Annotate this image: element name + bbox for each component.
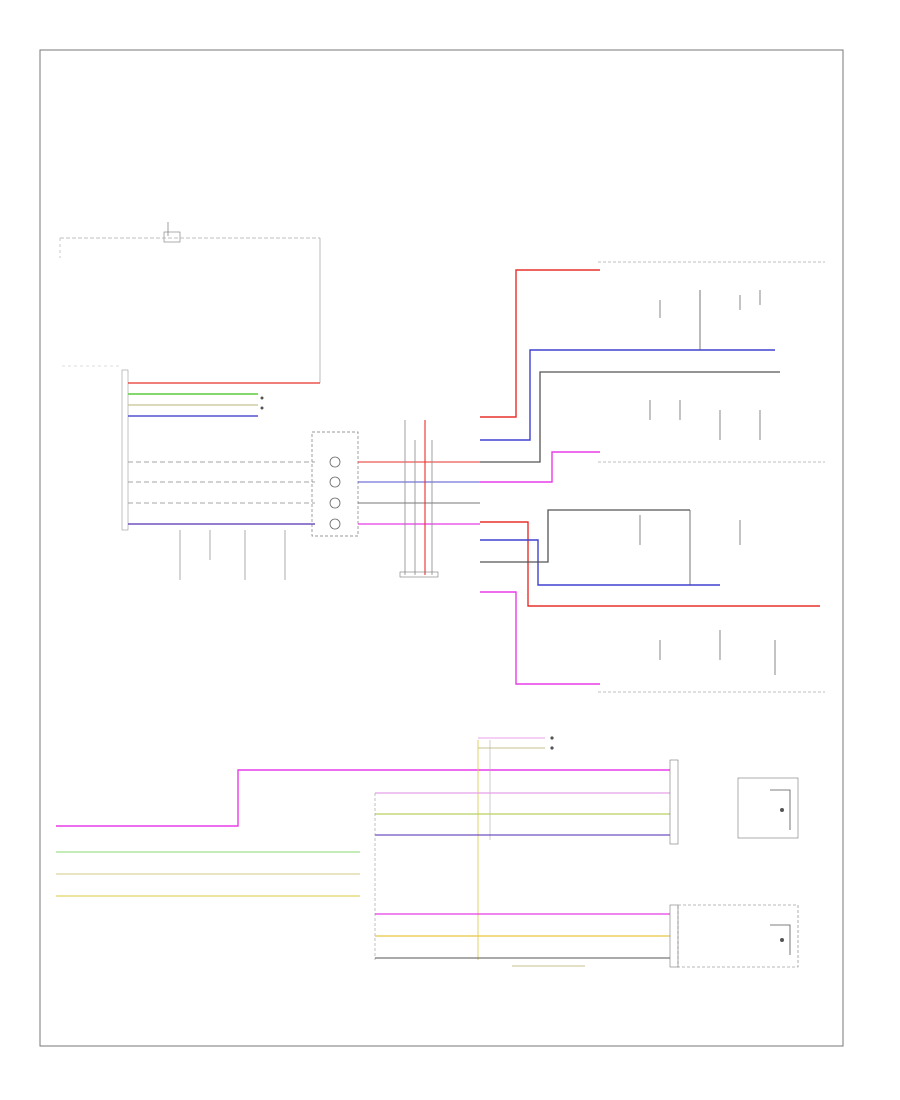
- transmission-lower-wires: [375, 904, 799, 968]
- center-connector-wires: [358, 420, 480, 578]
- transmission-ctl-wires: [374, 759, 799, 960]
- left-switch-wires: [480, 509, 825, 693]
- clockspring-signal-rows: [128, 461, 315, 580]
- clockspring-box: [311, 431, 359, 537]
- relay-symbols: [770, 789, 791, 955]
- steering-column-module: [62, 365, 129, 531]
- left-bus-wires: [56, 851, 360, 897]
- right-switch-wires: [480, 261, 825, 483]
- diagram-frame: [39, 49, 844, 1047]
- transmission-upper-wires: [56, 736, 670, 960]
- top-left-fuse-block: [59, 222, 321, 383]
